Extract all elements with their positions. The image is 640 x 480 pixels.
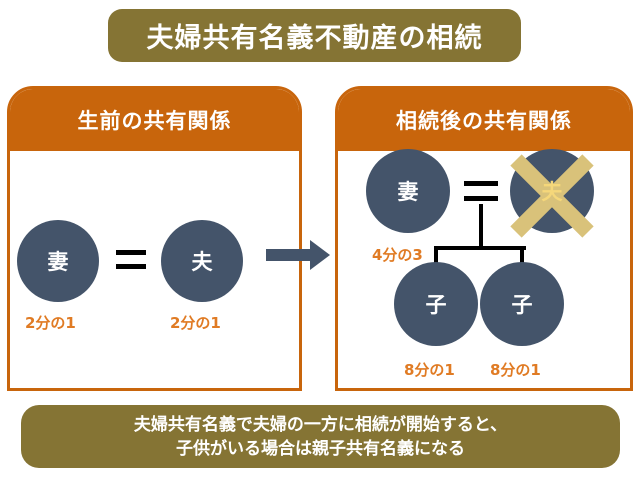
after-child-2-share: 8分の1 [490, 361, 541, 379]
after-husband-label: 夫 [541, 180, 563, 204]
inheritance-stem-line [479, 204, 483, 248]
before-wife-node: 妻 [17, 220, 99, 302]
summary-banner: 夫婦共有名義で夫婦の一方に相続が開始すると、 子供がいる場合は親子共有名義になる [21, 405, 620, 468]
after-equals-bottom-bar [464, 196, 498, 201]
after-child-1-share: 8分の1 [404, 361, 455, 379]
before-equals-bottom-bar [116, 264, 146, 269]
arrow-right-icon [266, 240, 330, 270]
before-husband-node: 夫 [161, 220, 243, 302]
after-equals-top-bar [464, 181, 498, 186]
page-title: 夫婦共有名義不動産の相続 [108, 9, 521, 62]
child-1-drop-line [434, 246, 438, 264]
after-wife-share: 4分の3 [372, 246, 423, 264]
after-panel: 相続後の共有関係 [335, 86, 633, 391]
after-child-1-node: 子 [394, 262, 478, 346]
child-2-drop-line [520, 246, 524, 264]
after-child-2-node: 子 [480, 262, 564, 346]
before-panel-header: 生前の共有関係 [10, 89, 299, 151]
deceased-cross-icon [510, 154, 594, 238]
before-husband-share: 2分の1 [170, 314, 221, 332]
summary-line-1: 夫婦共有名義で夫婦の一方に相続が開始すると、 [133, 414, 508, 435]
before-equals-top-bar [116, 250, 146, 255]
before-wife-share: 2分の1 [25, 314, 76, 332]
summary-line-2: 子供がいる場合は親子共有名義になる [176, 438, 465, 459]
children-branch-line [434, 246, 526, 250]
after-wife-node: 妻 [366, 149, 450, 233]
after-panel-header: 相続後の共有関係 [338, 89, 630, 151]
